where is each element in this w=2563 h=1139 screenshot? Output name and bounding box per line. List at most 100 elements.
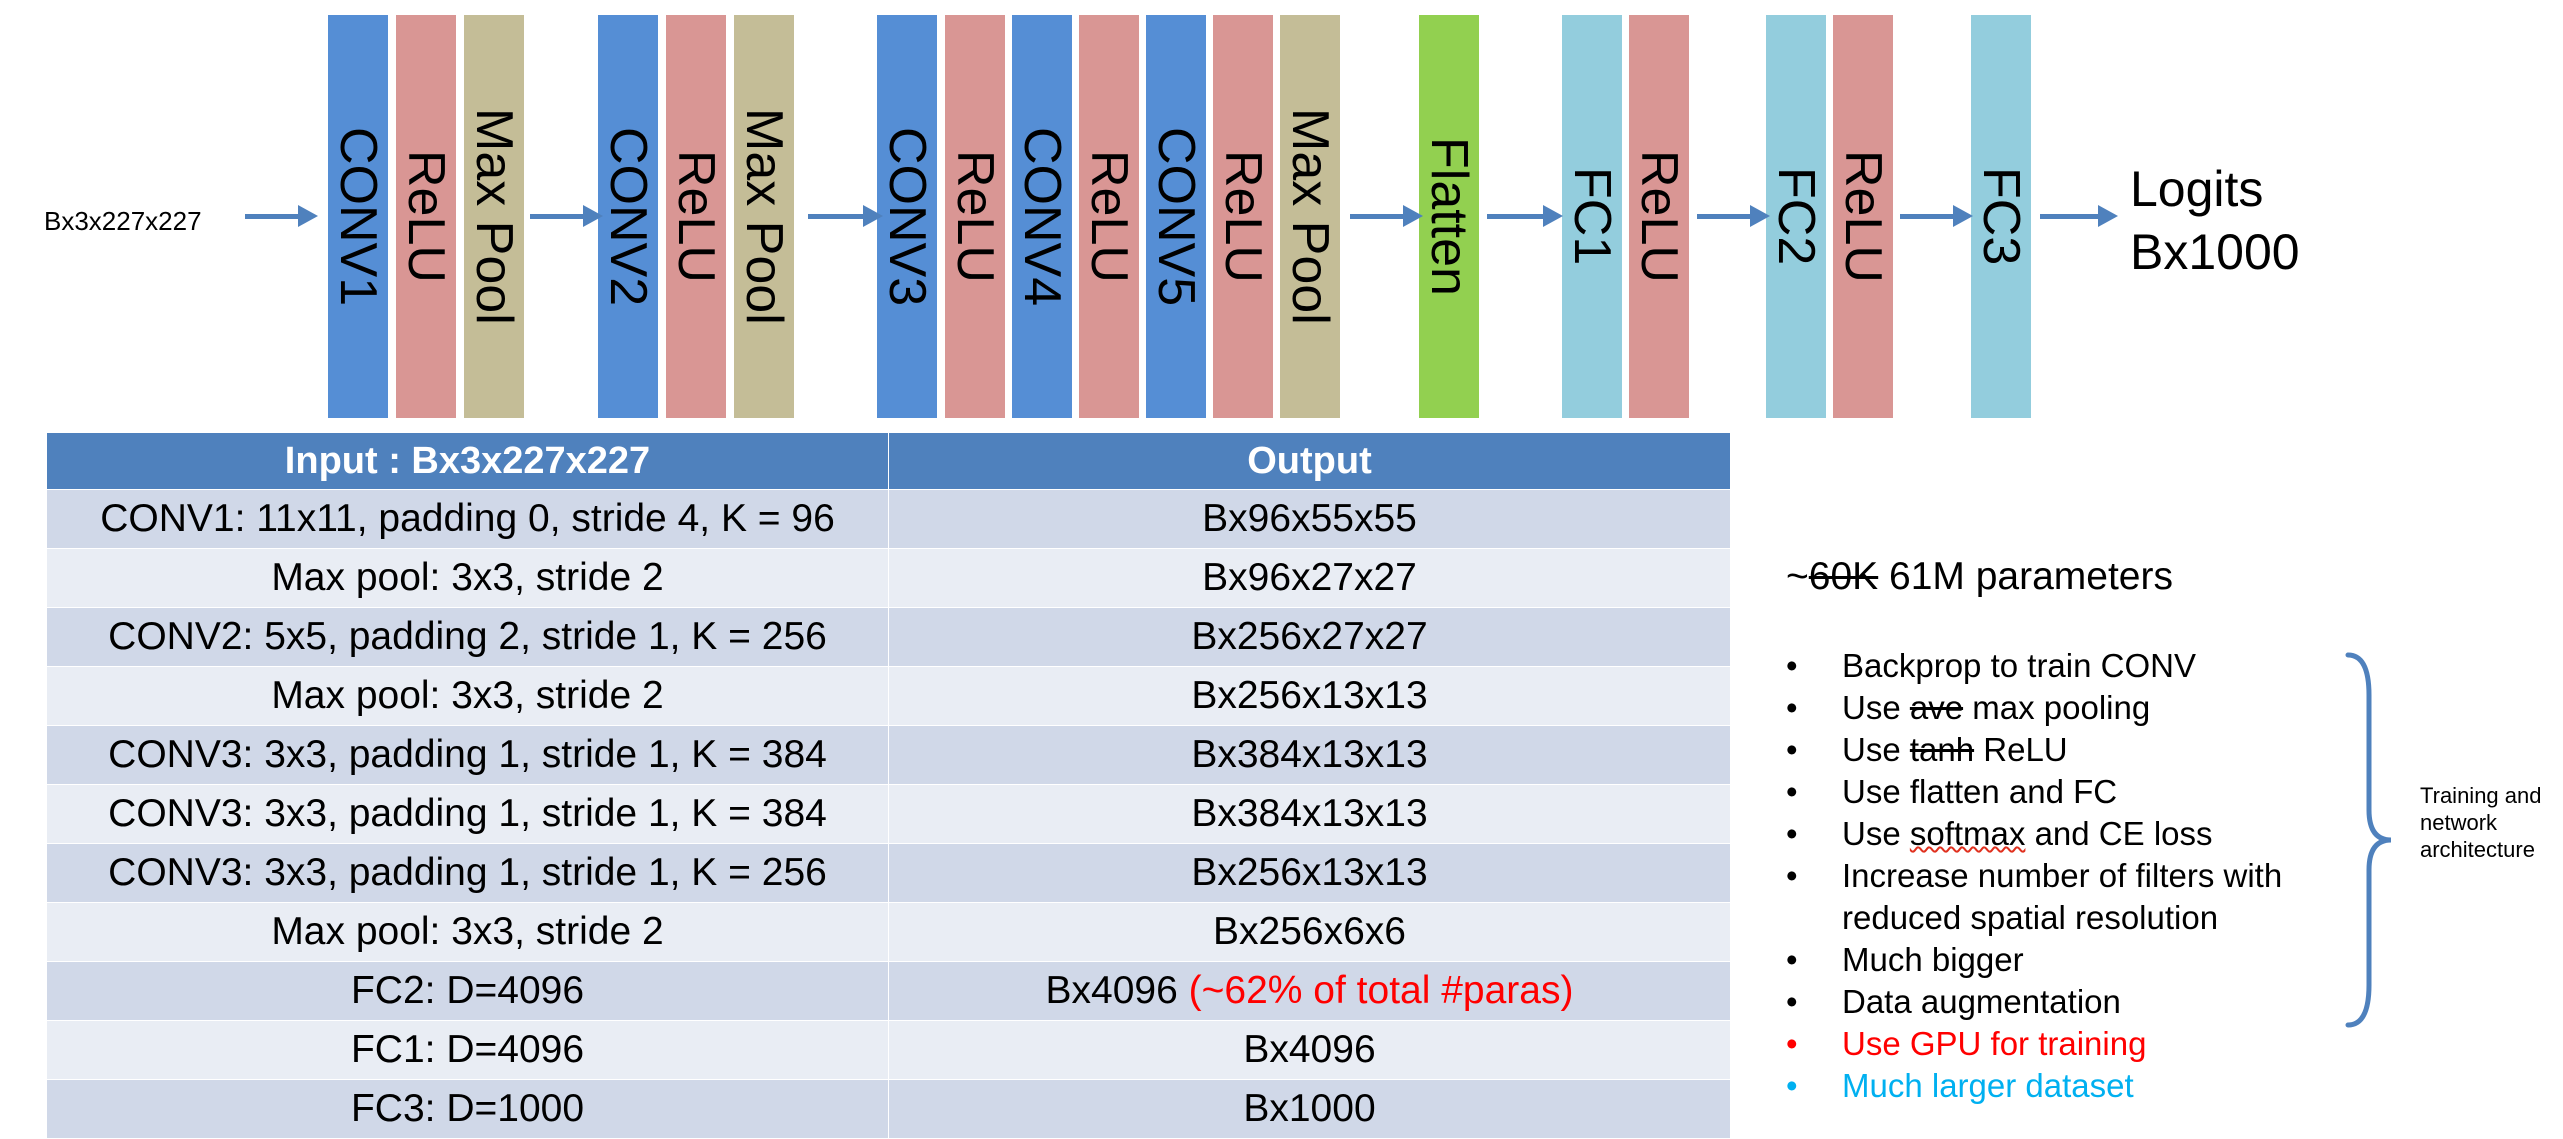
output-value: Bx1000 bbox=[1243, 1087, 1376, 1130]
param-old-value: 60K bbox=[1808, 555, 1879, 598]
block-relu: ReLU bbox=[1833, 15, 1893, 418]
bullet-icon: • bbox=[1786, 941, 1798, 978]
improvements-list: • Backprop to train CONV • Use ave max pool… bbox=[1786, 645, 2346, 1107]
logits-size: Bx1000 bbox=[2130, 224, 2300, 280]
output-cell: Bx256x13x13 bbox=[888, 666, 1731, 726]
item-line: Use GPU for training bbox=[1842, 1025, 2147, 1062]
block-label: ReLU bbox=[667, 150, 725, 283]
block-relu: ReLU bbox=[1079, 15, 1139, 418]
block-conv2: CONV2 bbox=[598, 15, 658, 418]
block-label: Flatten bbox=[1420, 137, 1478, 296]
parameter-count: ~60K 61M parameters bbox=[1786, 555, 2173, 599]
table-row: Max pool: 3x3, stride 2 Bx256x13x13 bbox=[46, 666, 1731, 726]
table-header-row: Input : Bx3x227x227 Output bbox=[46, 432, 1731, 490]
block-label: FC2 bbox=[1767, 167, 1825, 266]
output-value: Bx96x55x55 bbox=[1202, 497, 1417, 540]
list-item-text: Use tanh ReLU bbox=[1842, 729, 2068, 771]
input-size-label: Bx3x227x227 bbox=[44, 206, 202, 236]
output-note: (~62% of total #paras) bbox=[1177, 969, 1574, 1012]
block-label: Max Pool bbox=[735, 108, 793, 325]
list-item: • Much bigger bbox=[1786, 939, 2346, 981]
block-relu: ReLU bbox=[1629, 15, 1689, 418]
item-line: Much larger dataset bbox=[1842, 1067, 2134, 1104]
block-fc3: FC3 bbox=[1971, 15, 2031, 418]
bullet-icon: • bbox=[1786, 773, 1798, 810]
table-row: CONV3: 3x3, padding 1, stride 1, K = 384… bbox=[46, 784, 1731, 844]
list-item-text: Data augmentation bbox=[1842, 981, 2121, 1023]
block-label: CONV5 bbox=[1147, 126, 1205, 307]
layer-cell: Max pool: 3x3, stride 2 bbox=[46, 548, 889, 608]
output-cell: Bx256x6x6 bbox=[888, 902, 1731, 962]
block-label: CONV4 bbox=[1013, 126, 1071, 307]
output-cell: Bx384x13x13 bbox=[888, 784, 1731, 844]
flow-arrow-icon bbox=[245, 205, 318, 227]
output-cell: Bx384x13x13 bbox=[888, 725, 1731, 785]
output-cell: Bx256x27x27 bbox=[888, 607, 1731, 667]
block-relu: ReLU bbox=[396, 15, 456, 418]
layer-cell: FC2: D=4096 bbox=[46, 961, 889, 1021]
layer-cell: FC1: D=4096 bbox=[46, 1020, 889, 1080]
block-label: ReLU bbox=[946, 150, 1004, 283]
output-value: Bx256x13x13 bbox=[1191, 674, 1428, 717]
list-item: •Much larger dataset bbox=[1786, 1065, 2346, 1107]
layer-cell: CONV1: 11x11, padding 0, stride 4, K = 9… bbox=[46, 489, 889, 549]
table-row: CONV3: 3x3, padding 1, stride 1, K = 384… bbox=[46, 725, 1731, 785]
flow-arrow-icon bbox=[2040, 205, 2118, 227]
list-item-text: Use GPU for training bbox=[1842, 1023, 2146, 1065]
block-relu: ReLU bbox=[666, 15, 726, 418]
list-item: • Use flatten and FC bbox=[1786, 771, 2346, 813]
param-prefix: ~ bbox=[1786, 555, 1809, 598]
item-suffix: max pooling bbox=[1963, 689, 2151, 726]
item-struck-word: ave bbox=[1909, 689, 1964, 726]
block-max-pool: Max Pool bbox=[1280, 15, 1340, 418]
curly-brace bbox=[2345, 652, 2392, 1028]
output-value: Bx4096 bbox=[1045, 969, 1178, 1012]
list-item: • Data augmentation bbox=[1786, 981, 2346, 1023]
block-max-pool: Max Pool bbox=[734, 15, 794, 418]
bullet-icon: • bbox=[1786, 857, 1798, 894]
layer-cell: Max pool: 3x3, stride 2 bbox=[46, 666, 889, 726]
table-row: CONV2: 5x5, padding 2, stride 1, K = 256… bbox=[46, 607, 1731, 667]
block-label: CONV3 bbox=[878, 126, 936, 307]
layer-cell: Max pool: 3x3, stride 2 bbox=[46, 902, 889, 962]
output-value: Bx96x27x27 bbox=[1202, 556, 1417, 599]
item-prefix: Use bbox=[1842, 731, 1910, 768]
flow-arrow-icon bbox=[1697, 205, 1770, 227]
list-item-text: Much bigger bbox=[1842, 939, 2024, 981]
param-new-value: 61M parameters bbox=[1878, 555, 2173, 598]
table-row: Max pool: 3x3, stride 2 Bx96x27x27 bbox=[46, 548, 1731, 608]
table-row: CONV3: 3x3, padding 1, stride 1, K = 256… bbox=[46, 843, 1731, 903]
block-label: ReLU bbox=[1080, 150, 1138, 283]
table-row: CONV1: 11x11, padding 0, stride 4, K = 9… bbox=[46, 489, 1731, 549]
item-line: Backprop to train CONV bbox=[1842, 647, 2196, 684]
flow-arrow-icon bbox=[530, 205, 603, 227]
output-cell: Bx4096 (~62% of total #paras) bbox=[888, 961, 1731, 1021]
output-value: Bx256x27x27 bbox=[1191, 615, 1428, 658]
block-label: FC1 bbox=[1563, 167, 1621, 266]
logits-title: Logits bbox=[2130, 161, 2264, 217]
flow-arrow-icon bbox=[1350, 205, 1423, 227]
bullet-icon: • bbox=[1786, 983, 1798, 1020]
table-body: CONV1: 11x11, padding 0, stride 4, K = 9… bbox=[46, 489, 1731, 1139]
layer-cell: CONV3: 3x3, padding 1, stride 1, K = 384 bbox=[46, 725, 889, 785]
list-item-text: Much larger dataset bbox=[1842, 1065, 2134, 1107]
block-fc1: FC1 bbox=[1562, 15, 1622, 418]
output-cell: Bx4096 bbox=[888, 1020, 1731, 1080]
list-item-text: Use flatten and FC bbox=[1842, 771, 2117, 813]
output-cell: Bx1000 bbox=[888, 1079, 1731, 1139]
output-logits-label: Logits Bx1000 bbox=[2130, 158, 2300, 284]
block-label: Max Pool bbox=[465, 108, 523, 325]
list-item: • Backprop to train CONV bbox=[1786, 645, 2346, 687]
layer-table: Input : Bx3x227x227 Output CONV1: 11x11,… bbox=[46, 432, 1731, 1139]
block-conv1: CONV1 bbox=[328, 15, 388, 418]
flow-arrow-icon bbox=[1900, 205, 1973, 227]
block-label: ReLU bbox=[397, 150, 455, 283]
item-suffix: and CE loss bbox=[2025, 815, 2213, 852]
block-fc2: FC2 bbox=[1766, 15, 1826, 418]
bullet-icon: • bbox=[1786, 647, 1798, 684]
brace-annotation: Training and network architecture bbox=[2420, 783, 2542, 862]
